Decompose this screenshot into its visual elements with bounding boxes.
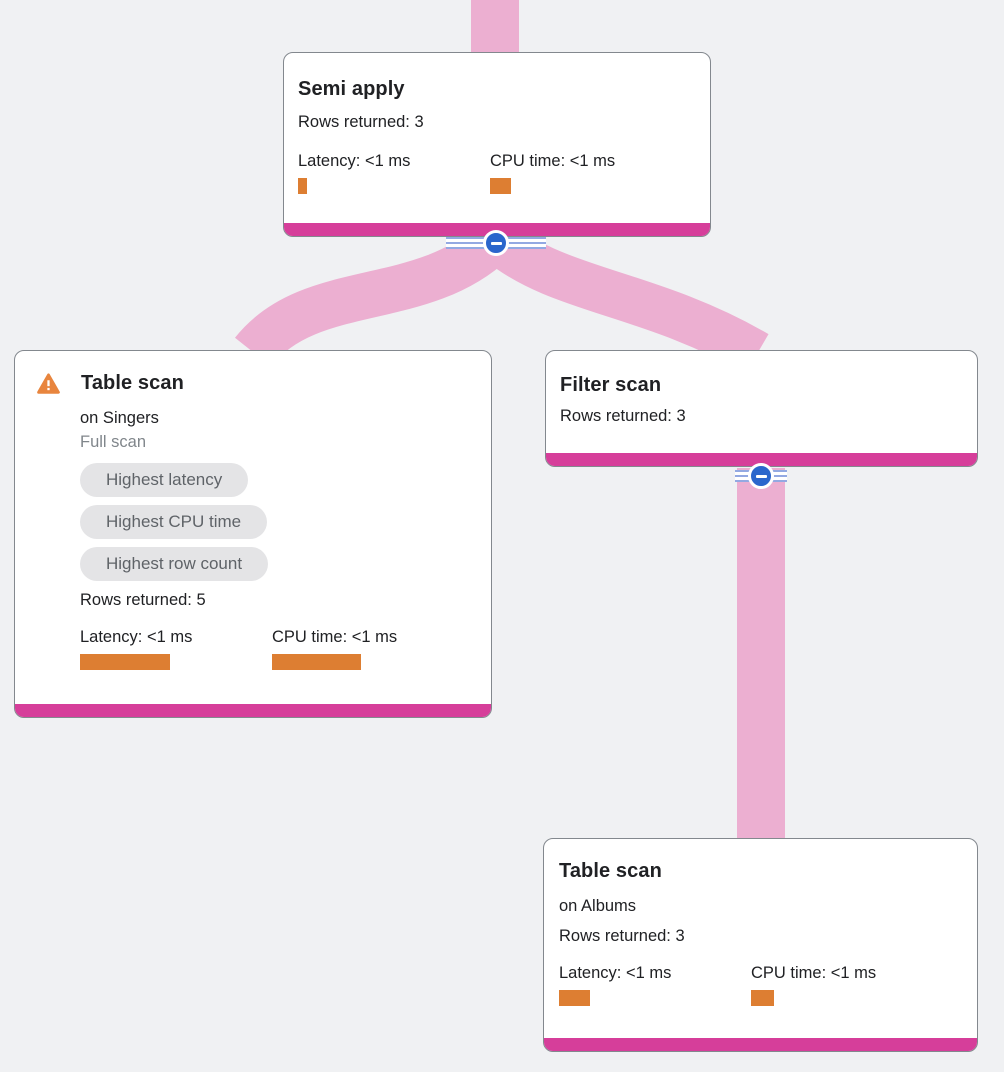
plan-node-table-scan-singers[interactable]: Table scan on Singers Full scan Highest … <box>14 350 492 718</box>
plan-node-table-scan-albums[interactable]: Table scan on Albums Rows returned: 3 La… <box>543 838 978 1052</box>
collapse-control-semi-apply <box>446 230 546 256</box>
cpu-bar <box>272 654 361 670</box>
cpu-metric: CPU time: <1 ms <box>490 149 682 194</box>
cpu-label: CPU time: <1 ms <box>490 152 616 170</box>
node-bottom-bar <box>544 1038 977 1051</box>
node-title: Table scan <box>559 860 662 882</box>
node-title: Table scan <box>81 372 184 394</box>
latency-label: Latency: <1 ms <box>559 964 672 982</box>
cpu-label: CPU time: <1 ms <box>751 964 877 982</box>
cpu-metric: CPU time: <1 ms <box>272 625 464 670</box>
latency-bar <box>559 990 590 1006</box>
latency-label: Latency: <1 ms <box>298 152 411 170</box>
plan-node-semi-apply[interactable]: Semi apply Rows returned: 3 Latency: <1 … <box>283 52 711 237</box>
latency-metric: Latency: <1 ms <box>559 961 751 1006</box>
latency-metric: Latency: <1 ms <box>80 625 272 670</box>
metrics-row: Latency: <1 ms CPU time: <1 ms <box>559 961 962 1006</box>
metrics-row: Latency: <1 ms CPU time: <1 ms <box>80 625 469 670</box>
title-row: Table scan <box>37 371 469 395</box>
node-subtitle: on Albums <box>559 897 637 915</box>
latency-bar <box>298 178 307 194</box>
node-bottom-bar <box>15 704 491 717</box>
latency-bar <box>80 654 170 670</box>
cpu-bar <box>751 990 774 1006</box>
cpu-metric: CPU time: <1 ms <box>751 961 943 1006</box>
rows-returned: Rows returned: 3 <box>559 927 685 945</box>
plan-node-filter-scan[interactable]: Filter scan Rows returned: 3 <box>545 350 978 467</box>
minus-icon <box>490 241 502 245</box>
node-subtitle: on Singers <box>80 409 159 427</box>
scan-type: Full scan <box>80 433 147 451</box>
latency-label: Latency: <1 ms <box>80 628 193 646</box>
cpu-bar <box>490 178 511 194</box>
rows-returned: Rows returned: 3 <box>560 407 686 425</box>
metrics-row: Latency: <1 ms CPU time: <1 ms <box>298 149 696 194</box>
node-title: Semi apply <box>298 78 405 100</box>
rows-returned: Rows returned: 5 <box>80 591 206 609</box>
node-title: Filter scan <box>560 374 662 396</box>
collapse-button[interactable] <box>748 463 774 489</box>
latency-metric: Latency: <1 ms <box>298 149 490 194</box>
warning-triangle-icon <box>37 372 60 394</box>
edge-semi-apply-to-filter-scan <box>484 223 769 374</box>
collapse-button[interactable] <box>483 230 509 256</box>
badge-highest-cpu-time: Highest CPU time <box>80 505 268 539</box>
edge-semi-apply-to-table-scan-singers <box>234 224 509 368</box>
minus-icon <box>755 474 767 478</box>
badge-highest-latency: Highest latency <box>80 463 249 497</box>
node-bottom-bar <box>284 223 710 236</box>
badge-highest-row-count: Highest row count <box>80 547 269 581</box>
cpu-label: CPU time: <1 ms <box>272 628 398 646</box>
collapse-control-filter-scan <box>735 463 787 489</box>
rows-returned: Rows returned: 3 <box>298 113 424 131</box>
node-bottom-bar <box>546 453 977 466</box>
